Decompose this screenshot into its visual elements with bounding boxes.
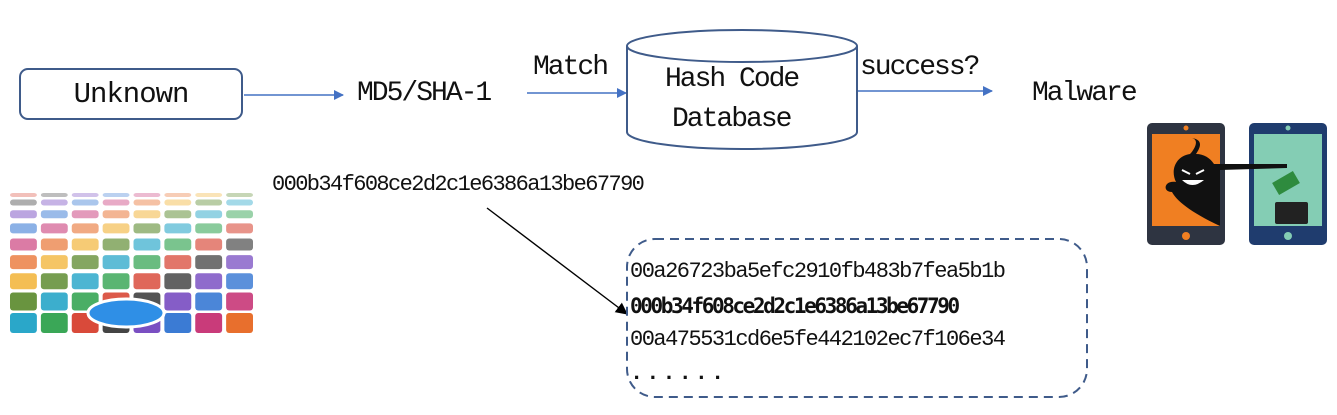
app-icon-tile — [10, 273, 37, 290]
app-icon-tile — [226, 193, 253, 197]
app-icon-tile — [102, 210, 130, 219]
app-icons-image — [8, 188, 255, 338]
app-icon-tile — [71, 273, 99, 290]
app-icon-tile — [195, 313, 223, 333]
app-icons-graphic — [10, 193, 253, 333]
match-edge-label: Match — [533, 52, 609, 83]
malware-graphic — [1147, 123, 1327, 245]
app-icon-tile — [195, 210, 223, 219]
database-list-frame — [626, 238, 1088, 398]
app-icon-tile — [40, 199, 68, 206]
app-icon-tile — [133, 193, 161, 197]
malware-illustration — [1142, 120, 1332, 246]
arrow-lookup — [486, 207, 628, 315]
app-icon-tile — [195, 255, 223, 270]
app-icon-tile — [226, 255, 253, 270]
app-icon-tile — [164, 292, 192, 311]
app-icon-tile — [71, 193, 99, 197]
app-icon-tile — [10, 223, 37, 234]
app-icon-tile — [164, 255, 192, 270]
app-icon-tile — [40, 273, 68, 290]
database-label-line1: Hash Code — [665, 64, 800, 95]
app-icon-tile — [71, 238, 99, 251]
app-icon-tile — [102, 238, 130, 251]
app-icon-tile — [226, 273, 253, 290]
app-icon-tile — [195, 199, 223, 206]
app-icon-tile — [133, 238, 161, 251]
app-icon-tile — [226, 199, 253, 206]
app-icon-tile — [40, 210, 68, 219]
app-icon-tile — [164, 199, 192, 206]
app-icon-tile — [10, 255, 37, 270]
database-entry: 00a26723ba5efc2910fb483b7fea5b1b — [630, 259, 1006, 284]
app-icon-tile — [102, 193, 130, 197]
app-icon-tile — [133, 273, 161, 290]
app-icon-tile — [40, 313, 68, 333]
app-icon-tile — [226, 313, 253, 333]
unknown-label: Unknown — [73, 77, 190, 111]
success-edge-label: success? — [860, 52, 980, 83]
app-icon-tile — [164, 273, 192, 290]
app-icon-tile — [71, 199, 99, 206]
app-icon-tile — [40, 292, 68, 311]
app-icon-tile — [10, 238, 37, 251]
thief-figure — [1165, 138, 1287, 226]
app-icon-tile — [226, 223, 253, 234]
app-icon-tile — [40, 255, 68, 270]
app-icon-tile — [164, 313, 192, 333]
app-icon-tile — [164, 223, 192, 234]
database-entry: 00a475531cd6e5fe442102ec7f106e34 — [630, 327, 1006, 352]
database-entry-ellipsis: ...... — [630, 361, 728, 386]
app-icon-tile — [102, 255, 130, 270]
app-icon-tile — [195, 223, 223, 234]
app-icon-tile — [10, 313, 37, 333]
app-icon-tile — [102, 199, 130, 206]
app-icon-tile — [133, 255, 161, 270]
app-icon-tile — [10, 210, 37, 219]
app-icon-tile — [226, 210, 253, 219]
app-icon-tile — [226, 292, 253, 311]
hash-algorithm-label: MD5/SHA-1 — [357, 78, 492, 109]
app-icon-tile — [195, 292, 223, 311]
database-hash-list: 00a26723ba5efc2910fb483b7fea5b1b 000b34f… — [630, 255, 1006, 391]
app-icon-tile — [102, 273, 130, 290]
database-entry-matched: 000b34f608ce2d2c1e6386a13be67790 — [630, 294, 960, 318]
wallet — [1275, 202, 1308, 224]
database-label-line2: Database — [672, 104, 792, 135]
app-icon-tile — [195, 238, 223, 251]
database-cylinder — [626, 29, 858, 150]
app-icon-tile — [40, 193, 68, 197]
app-icon-tile — [40, 238, 68, 251]
app-icon-tile — [71, 255, 99, 270]
app-icon-tile — [164, 193, 192, 197]
app-icon-tile — [40, 223, 68, 234]
app-icon-tile — [133, 223, 161, 234]
sample-hash: 000b34f608ce2d2c1e6386a13be67790 — [272, 172, 645, 197]
app-icon-tile — [10, 292, 37, 311]
app-icon-tile — [226, 238, 253, 251]
unknown-app-node: Unknown — [19, 68, 243, 120]
money-bill — [1272, 170, 1300, 196]
app-icon-tile — [164, 210, 192, 219]
app-icon-tile — [10, 193, 37, 197]
app-icon-tile — [71, 210, 99, 219]
app-icon-tile — [195, 193, 223, 197]
app-store-icon — [86, 297, 166, 329]
app-icon-tile — [10, 199, 37, 206]
app-icon-tile — [195, 273, 223, 290]
malware-label: Malware — [1032, 78, 1138, 109]
app-icon-tile — [71, 223, 99, 234]
app-icon-tile — [133, 210, 161, 219]
app-icon-tile — [102, 223, 130, 234]
app-icon-tile — [164, 238, 192, 251]
app-icon-tile — [133, 199, 161, 206]
